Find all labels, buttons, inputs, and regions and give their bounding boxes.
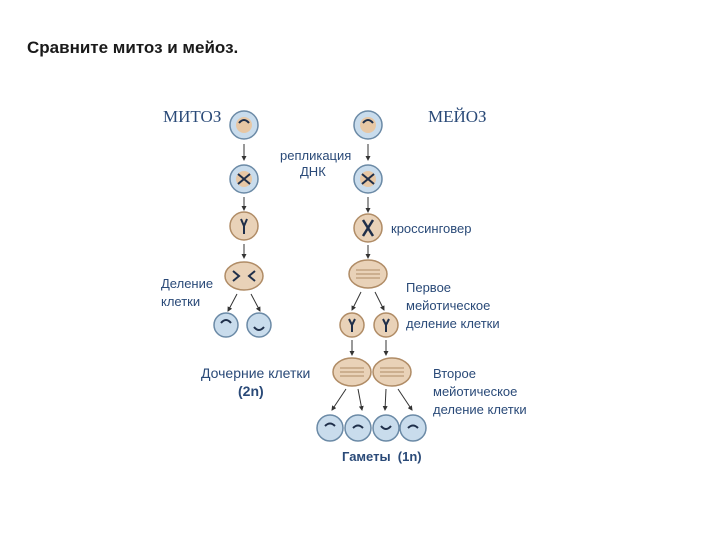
cell-division-label: Деление клетки — [161, 276, 217, 309]
meiosis-arrow-6b — [357, 388, 364, 411]
meiosis-arrow-6c — [382, 388, 388, 411]
meiosis-arrow-4a — [351, 291, 362, 311]
gametes-label: Гаметы (1n) — [342, 449, 422, 464]
first-meiotic-division-label: Первое мейотическое деление клетки — [406, 280, 500, 331]
mitosis-arrow-4a — [227, 293, 238, 312]
gamete-cell-3 — [372, 414, 400, 442]
mitosis-header: МИТОЗ — [163, 107, 221, 126]
mitosis-daughter-cell-right — [246, 312, 272, 338]
meiosis-cell-1 — [353, 110, 383, 140]
meiosis-secondary-cell-right — [373, 312, 399, 338]
mitosis-cell-3 — [229, 211, 259, 241]
meiosis-arrow-6d — [397, 388, 413, 411]
mitosis-cell-2 — [229, 164, 259, 194]
meiosis-arrow-6a — [331, 388, 347, 411]
meiosis-second-division-cell-left — [332, 357, 372, 387]
gamete-cell-4 — [399, 414, 427, 442]
meiosis-crossover-cell — [353, 213, 383, 243]
mitosis-daughter-cell-left — [213, 312, 239, 338]
crossing-over-label: кроссинговер — [391, 221, 472, 236]
slide-title: Сравните митоз и мейоз. — [27, 38, 239, 57]
meiosis-second-division-cell-right — [372, 357, 412, 387]
replication-label: репликация ДНК — [280, 148, 355, 179]
meiosis-arrow-4b — [374, 291, 385, 311]
mitosis-dividing-cell — [224, 261, 264, 291]
meiosis-first-division-cell — [348, 259, 388, 289]
mitosis-arrow-4b — [250, 293, 261, 312]
daughter-cells-label: Дочерние клетки (2n) — [201, 365, 314, 399]
gamete-cell-1 — [316, 414, 344, 442]
meiosis-header: МЕЙОЗ — [428, 107, 487, 126]
gamete-cell-2 — [344, 414, 372, 442]
meiosis-secondary-cell-left — [339, 312, 365, 338]
second-meiotic-division-label: Второе мейотическое деление клетки — [433, 366, 527, 417]
meiosis-cell-2 — [353, 164, 383, 194]
mitosis-cell-1 — [229, 110, 259, 140]
